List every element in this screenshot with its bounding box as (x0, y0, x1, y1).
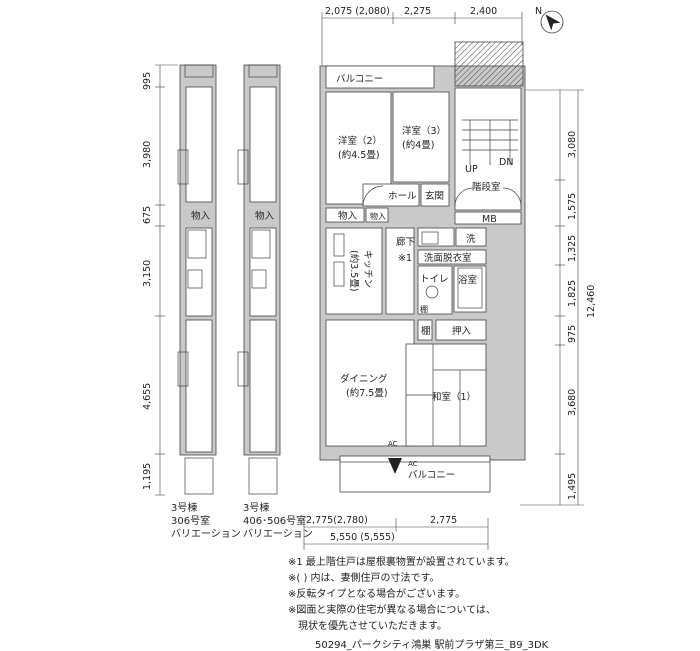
dim-right-total: 12,460 (586, 285, 597, 318)
balcony-top-label: バルコニー (336, 74, 383, 85)
notes: ※1 最上階住戸は屋根裏物置が設置されています。 ※( ) 内は、妻側住戸の寸法… (288, 555, 515, 635)
stairs (462, 119, 518, 165)
dining-size: (約7.5畳) (346, 387, 388, 399)
dim-right-2: 1,575 (567, 193, 578, 220)
western-room-3-size: (約4畳) (402, 139, 434, 151)
storage-main-label: 物入 (338, 210, 358, 222)
hall-label: ホール (388, 191, 417, 202)
variation-306-plan: 物入 (177, 64, 217, 495)
compass-north-label: N (535, 6, 542, 17)
dim-right-1: 3,080 (567, 131, 578, 158)
dim-bottom-1: 2,775(2,780) (306, 515, 368, 526)
room-labels: バルコニー 洋室（2） (約4.5畳) 洋室（3） (約4畳) ホール 玄関 階… (336, 74, 513, 481)
stairwell-label: 階段室 (472, 181, 501, 193)
bath-label: 浴室 (458, 274, 477, 286)
japanese-room-label: 和室（1） (432, 391, 476, 403)
storage-var2: 物入 (255, 210, 275, 222)
left-dimension: 995 3,980 675 3,150 4,655 1,195 (142, 64, 178, 496)
washroom-label: 洗面脱衣室 (424, 252, 472, 264)
dim-left-5: 4,655 (142, 383, 153, 410)
top-dimension: 2,075 (2,080) 2,275 2,400 (321, 6, 523, 70)
note-line: ※図面と実際の住宅が異なる場合については、 (288, 605, 496, 616)
dim-left-6: 1,195 (142, 463, 153, 490)
right-dimension: 3,080 1,575 1,325 1,825 975 3,680 1,495 … (520, 89, 597, 506)
main-unit-plan (319, 41, 526, 493)
shelf-label: 棚 (421, 325, 431, 337)
dim-left-3: 675 (142, 206, 153, 224)
stairs-up-label: UP (465, 164, 478, 175)
dim-top-1: 2,075 (2,080) (325, 6, 390, 17)
toilet-label: トイレ (420, 274, 449, 285)
variation-306-caption: 3号棟 306号室 バリエーション (171, 502, 241, 541)
dim-bottom-total: 5,550 (5,555) (330, 532, 395, 543)
dim-right-3: 1,325 (567, 235, 578, 262)
variation-306-label: バリエーション (171, 529, 241, 540)
footer-id: 50294_パークシティ鴻巣 駅前プラザ第三_B9_3DK (315, 640, 549, 651)
ac-label-1: AC (388, 440, 398, 448)
kitchen-label: キッチン (362, 250, 373, 288)
closet-label: 押入 (452, 325, 472, 337)
note-line: ※( ) 内は、妻側住戸の寸法です。 (288, 573, 440, 584)
variation-306-room: 306号室 (171, 516, 211, 527)
washer-label: 洗 (466, 233, 476, 245)
note-mark-label: ※1 (398, 253, 412, 264)
compass: N (535, 6, 564, 34)
balcony-bottom-label: バルコニー (408, 470, 455, 481)
ac-label-2: AC (408, 460, 418, 468)
kitchen-size: (約3.5畳) (348, 250, 360, 292)
dim-top-2: 2,275 (404, 6, 431, 17)
variation-406-label: バリエーション (243, 529, 313, 540)
variation-406-building: 3号棟 (243, 503, 270, 514)
note-line: ※1 最上階住戸は屋根裏物置が設置されています。 (288, 557, 515, 568)
variation-406-room: 406･506号室 (243, 516, 307, 527)
bottom-dimension: 2,775(2,780) 2,775 5,550 (5,555) (303, 515, 489, 550)
dim-right-4: 1,825 (567, 280, 578, 307)
dim-top-3: 2,400 (470, 6, 497, 17)
stairs-down-label: DN (499, 157, 513, 168)
dim-bottom-2: 2,775 (430, 515, 457, 526)
variation-306-building: 3号棟 (171, 503, 198, 514)
storage-small-label: 物入 (370, 211, 386, 221)
variation-406-plan: 物入 (237, 64, 281, 495)
shelf-small-label: 棚 (420, 304, 428, 314)
dim-right-7: 1,495 (567, 473, 578, 500)
note-line: ※反転タイプとなる場合がございます。 (288, 589, 466, 600)
western-room-2-size: (約4.5畳) (338, 149, 380, 161)
dim-left-1: 995 (142, 72, 153, 90)
dim-left-4: 3,150 (142, 260, 153, 287)
dim-right-6: 3,680 (567, 389, 578, 416)
mb-label: MB (482, 214, 497, 225)
variation-406-caption: 3号棟 406･506号室 バリエーション (243, 502, 313, 541)
dim-left-2: 3,980 (142, 141, 153, 168)
western-room-2-label: 洋室（2） (338, 135, 382, 147)
dim-right-5: 975 (567, 325, 578, 343)
note-line: 現状を優先させていただきます。 (288, 621, 447, 632)
western-room-3-label: 洋室（3） (402, 125, 446, 137)
entrance-label: 玄関 (425, 190, 444, 202)
dining-label: ダイニング (340, 373, 388, 385)
storage-var1: 物入 (191, 210, 211, 222)
corridor-label: 廊下 (396, 236, 415, 248)
